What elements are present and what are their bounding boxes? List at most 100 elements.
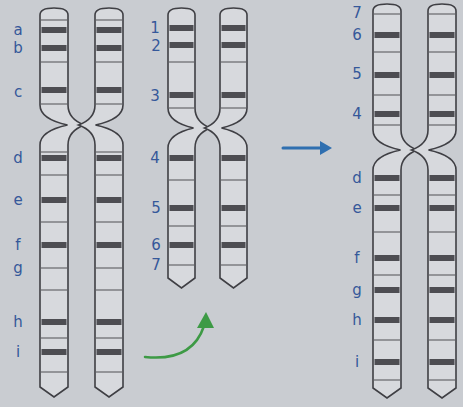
gene-locus-label: b [13,41,23,56]
arrow-head [320,141,332,155]
chromosome-band-line [374,124,400,125]
chromosome-band-line [96,221,122,222]
gene-locus-label: 2 [151,39,161,54]
chromosome-band-line [41,61,67,62]
chromosome-band-line [374,339,400,340]
chromatid [412,4,457,398]
chromosome-band [375,111,400,117]
gene-locus-label: d [352,171,362,186]
chromosome-band [430,255,455,261]
chromosome-band [222,42,246,48]
chromosome-band-line [41,267,67,268]
chromosome-band-line [221,179,246,180]
chromosome-band-line [41,289,67,290]
arrow-head [197,312,214,328]
chromosome-band-line [96,103,122,104]
chromosome-band [375,255,400,261]
chromosome-band-line [429,379,455,380]
gene-locus-label: h [352,313,362,328]
gene-locus-label: 5 [352,67,362,82]
chromosome-band-line [41,371,67,372]
gene-locus-label: 6 [151,238,161,253]
gene-locus-label: g [352,283,362,298]
chromosome-band-line [41,19,67,20]
chromosome-band [430,205,455,211]
chromosome-band [375,72,400,78]
chromatid [168,8,211,288]
chromosome-band [430,287,455,293]
gene-locus-label: 4 [352,107,362,122]
chromosome-band-line [429,51,455,52]
chromosome-band [375,175,400,181]
chromosome-band-line [41,151,67,152]
chromosome-band [170,205,194,211]
gene-locus-label: i [16,345,20,360]
chromosome-band [375,359,400,365]
chromosome-band [97,319,122,325]
chromosome-band-line [96,371,122,372]
gene-locus-label: e [352,201,361,216]
chromosome-band [42,349,67,355]
chromosome-band-line [41,221,67,222]
chromosome-band-line [374,194,400,195]
chromosome-band [222,25,246,31]
chromosome-band [170,155,194,161]
chromosome-band [375,317,400,323]
translocation-arrow [283,147,322,150]
gene-locus-label: c [14,85,22,100]
chromosome-band-line [221,61,246,62]
chromosome-band-line [96,61,122,62]
chromosome-band-line [169,61,194,62]
chromosome-band [430,175,455,181]
chromosome-band [430,317,455,323]
chromosome-band-line [169,179,194,180]
chromosome-band-line [221,264,246,265]
chromosome-band-line [429,339,455,340]
chromosome-band [375,32,400,38]
chromosome-band-line [429,194,455,195]
chromosome-band-line [96,151,122,152]
gene-locus-label: i [355,355,359,370]
chromosome-band-line [96,289,122,290]
chromosome-band-line [374,51,400,52]
curved-arrow [145,326,204,358]
chromosome-band-line [374,94,400,95]
chromosome-band [430,32,455,38]
chromosome-band-line [429,13,455,14]
chromosome-band [97,349,122,355]
chromosome-band [222,205,246,211]
chromatid [373,4,418,398]
gene-locus-label: 6 [352,28,362,43]
chromosome-band [430,359,455,365]
chromosome-band [170,242,194,248]
chromosome-band [42,319,67,325]
chromosome-band [222,155,246,161]
chromosome-band [375,205,400,211]
chromosome-band [42,87,67,93]
chromosome-band-line [41,174,67,175]
gene-locus-label: f [354,251,359,266]
chromosome-band [42,45,67,51]
chromosome-band [430,111,455,117]
chromosome-band [97,242,122,248]
gene-locus-label: 4 [150,151,160,166]
chromosome-band [42,155,67,161]
chromosome-band [222,242,246,248]
gene-locus-label: f [15,238,20,253]
gene-locus-label: 5 [151,201,161,216]
chromosome-band-line [96,337,122,338]
gene-locus-label: 7 [151,258,161,273]
chromosome-band-line [374,274,400,275]
chromosome-band-line [374,231,400,232]
chromosome-band-line [221,225,246,226]
chromosome-band-line [221,107,246,108]
chromosome-band-line [41,337,67,338]
gene-locus-label: a [13,23,22,38]
chromosome-band-line [96,174,122,175]
chromatid [79,8,124,397]
gene-locus-label: g [13,261,23,276]
chromosome-band [170,42,194,48]
chromosome-band [42,197,67,203]
chromosome-band [430,72,455,78]
